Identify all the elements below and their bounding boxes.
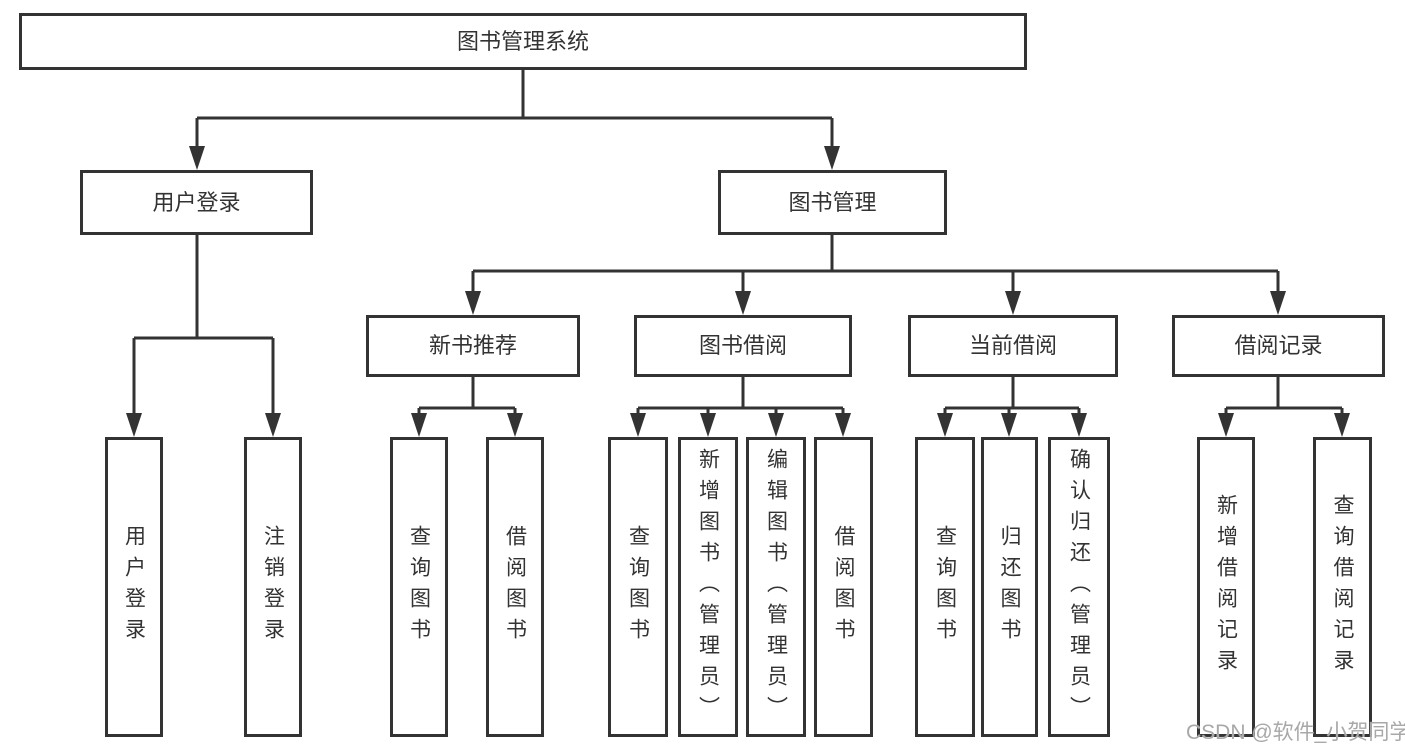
node-root-library-system: 图书管理系统 <box>19 13 1027 70</box>
leaf-user-login-label: 用户登录 <box>122 525 146 649</box>
leaf-query-borrow-record-label: 查询借阅记录 <box>1331 494 1354 680</box>
leaf-logout-label: 注销登录 <box>261 525 285 649</box>
node-current-borrow-label: 当前借阅 <box>968 333 1057 358</box>
node-book-management-label: 图书管理 <box>788 189 877 215</box>
leaf-add-books-admin: 新增图书（管理员） <box>678 437 738 737</box>
node-current-borrow: 当前借阅 <box>908 315 1118 377</box>
node-user-login: 用户登录 <box>80 170 313 235</box>
node-book-borrow-label: 图书借阅 <box>698 333 787 358</box>
leaf-logout: 注销登录 <box>244 437 302 737</box>
leaf-borrow-books-2-label: 借阅图书 <box>832 525 855 649</box>
leaf-add-books-admin-label: 新增图书（管理员） <box>696 447 720 727</box>
node-new-book-recommend: 新书推荐 <box>366 315 580 377</box>
leaf-edit-books-admin-label: 编辑图书（管理员） <box>764 447 788 727</box>
leaf-query-books-2-label: 查询图书 <box>626 525 650 649</box>
leaf-query-borrow-record: 查询借阅记录 <box>1313 437 1372 737</box>
leaf-query-books-1: 查询图书 <box>390 437 448 737</box>
arrowhead-icons <box>126 146 1350 437</box>
leaf-confirm-return-admin: 确认归还（管理员） <box>1048 437 1110 737</box>
leaf-return-books-label: 归还图书 <box>998 525 1021 649</box>
node-root-label: 图书管理系统 <box>456 28 589 54</box>
node-new-book-recommend-label: 新书推荐 <box>428 333 517 358</box>
leaf-query-books-1-label: 查询图书 <box>407 525 431 649</box>
leaf-borrow-books-2: 借阅图书 <box>814 437 873 737</box>
leaf-user-login: 用户登录 <box>105 437 163 737</box>
node-user-login-label: 用户登录 <box>152 189 241 215</box>
leaf-query-books-2: 查询图书 <box>608 437 668 737</box>
leaf-return-books: 归还图书 <box>981 437 1038 737</box>
leaf-query-books-3-label: 查询图书 <box>933 525 957 649</box>
csdn-watermark: CSDN @软件_小贺同学 <box>1186 721 1405 744</box>
node-borrow-record: 借阅记录 <box>1172 315 1385 377</box>
node-book-management: 图书管理 <box>718 170 947 235</box>
leaf-borrow-books-1: 借阅图书 <box>486 437 544 737</box>
leaf-edit-books-admin: 编辑图书（管理员） <box>746 437 806 737</box>
leaf-borrow-books-1-label: 借阅图书 <box>503 525 527 649</box>
node-book-borrow: 图书借阅 <box>634 315 852 377</box>
leaf-confirm-return-admin-label: 确认归还（管理员） <box>1067 447 1091 727</box>
leaf-add-borrow-record: 新增借阅记录 <box>1197 437 1255 737</box>
node-borrow-record-label: 借阅记录 <box>1234 333 1323 358</box>
leaf-query-books-3: 查询图书 <box>915 437 975 737</box>
leaf-add-borrow-record-label: 新增借阅记录 <box>1214 494 1238 680</box>
